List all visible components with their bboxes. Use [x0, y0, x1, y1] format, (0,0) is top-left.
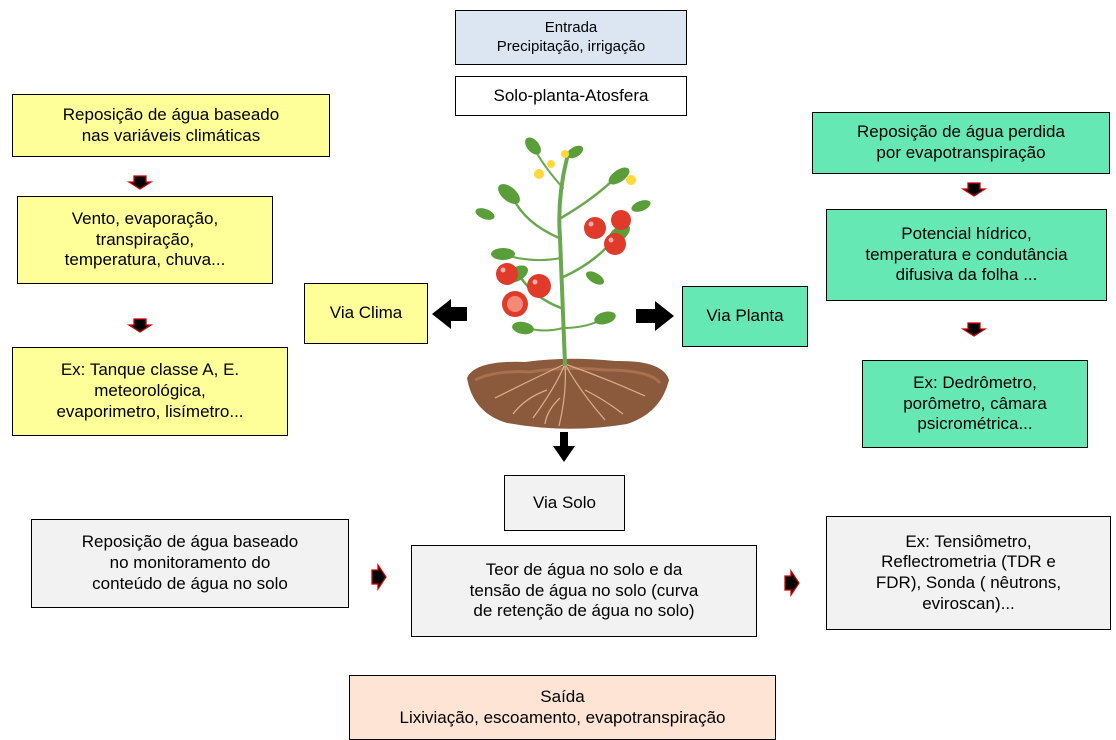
clima-vars-box: Vento, evaporação, transpiração, tempera…: [17, 196, 273, 284]
solo-right-arrow-1: [371, 562, 387, 592]
entrada-box: Entrada Precipitação, irrigação: [455, 10, 687, 65]
saida-box: Saída Lixiviação, escoamento, evapotrans…: [349, 675, 776, 740]
solo-vars-box: Teor de água no solo e da tensão de água…: [411, 545, 757, 637]
tomato-plant-illustration: [467, 137, 669, 429]
clima-down-arrow-1: [126, 175, 154, 190]
planta-vars-box: Potencial hídrico, temperatura e condutâ…: [826, 209, 1107, 301]
down-arrow-via-solo: [553, 432, 575, 462]
solo-right-arrow-2: [784, 568, 800, 598]
planta-down-arrow-1: [960, 182, 988, 197]
via-planta-box: Via Planta: [682, 286, 808, 347]
via-clima-box: Via Clima: [304, 283, 428, 344]
system-title-box: Solo-planta-Atosfera: [455, 76, 687, 116]
via-solo-box: Via Solo: [504, 475, 625, 531]
planta-examples-box: Ex: Dedrômetro, porômetro, câmara psicro…: [862, 360, 1088, 448]
clima-head-box: Reposição de água baseado nas variáveis …: [12, 94, 330, 157]
solo-examples-box: Ex: Tensiômetro, Reflectrometria (TDR e …: [826, 516, 1111, 630]
clima-examples-box: Ex: Tanque classe A, E. meteorológica, e…: [12, 347, 288, 436]
planta-down-arrow-2: [960, 322, 988, 337]
planta-head-box: Reposição de água perdida por evapotrans…: [812, 112, 1110, 174]
solo-head-box: Reposição de água baseado no monitoramen…: [31, 519, 349, 608]
clima-down-arrow-2: [126, 318, 154, 333]
